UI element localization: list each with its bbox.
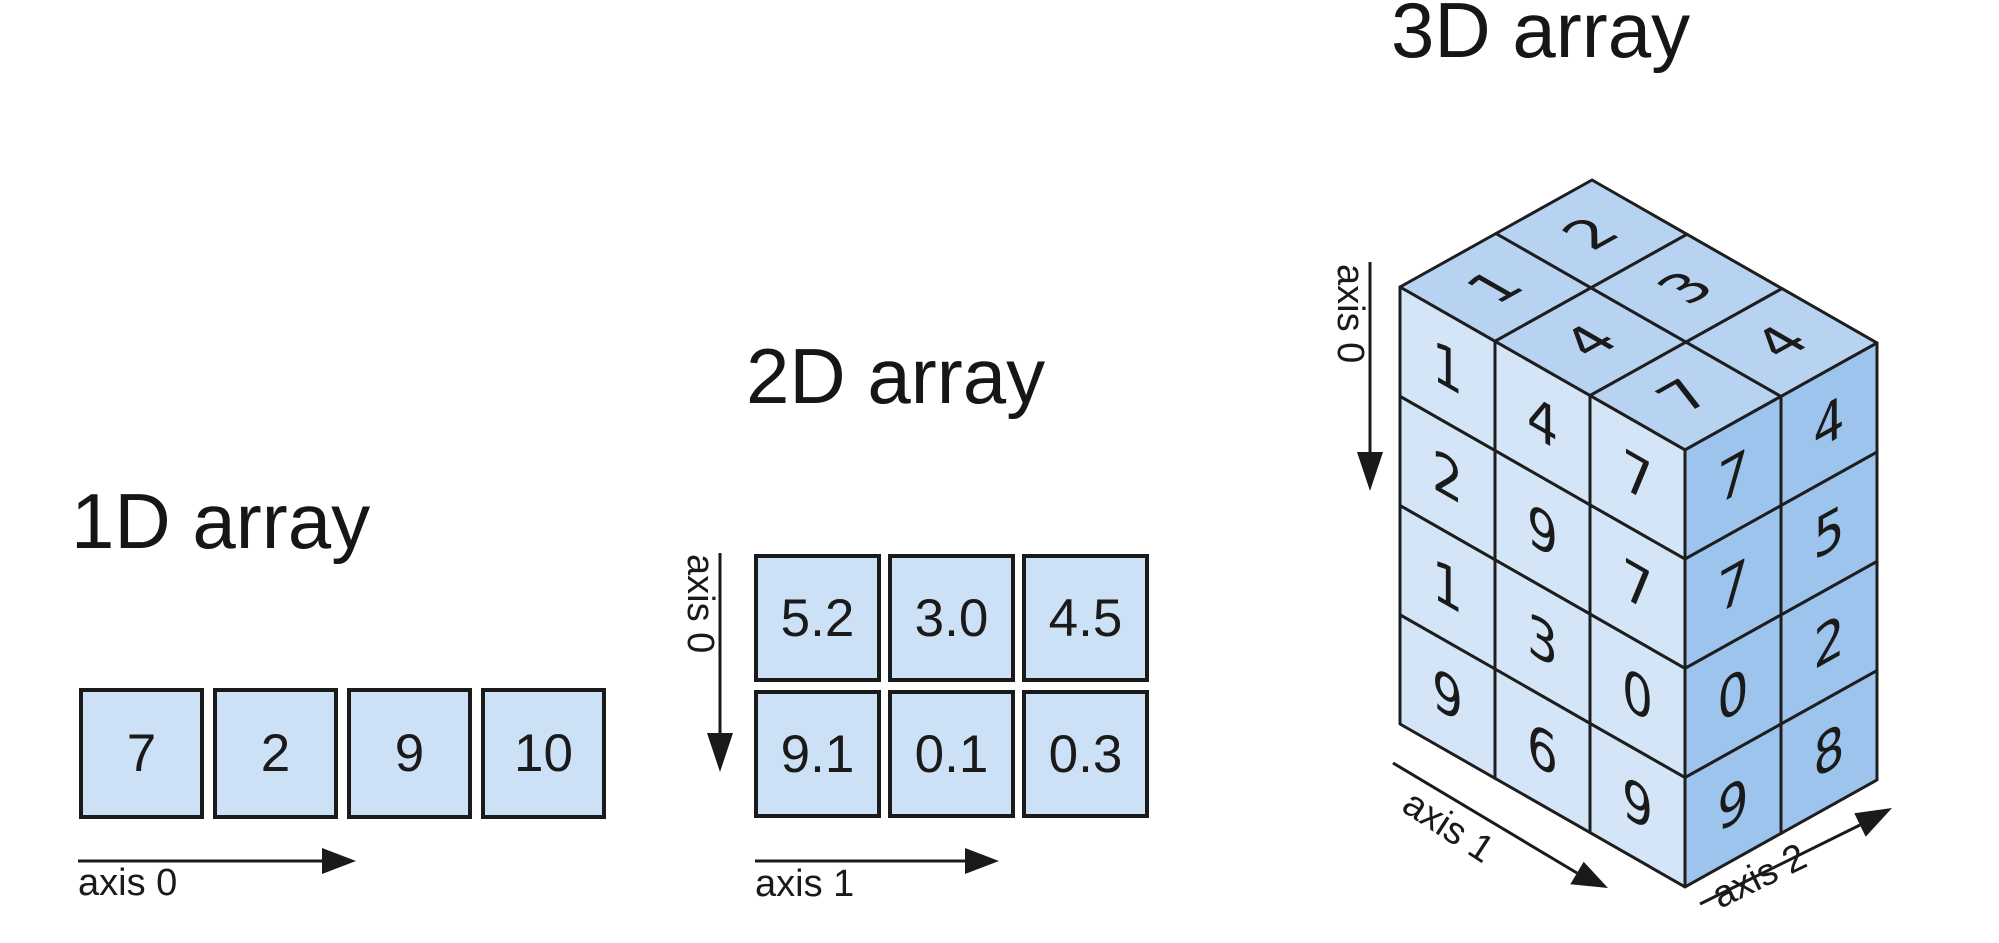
arrow-shaft	[1699, 823, 1861, 906]
array-2d-title: 2D array	[746, 332, 1046, 420]
cube-cell	[1779, 669, 1879, 835]
array-1d-cell: 10	[481, 688, 606, 819]
array-2d-cell: 3.0	[888, 554, 1015, 682]
arrow-shaft	[1392, 761, 1578, 875]
arrow-head	[1357, 452, 1383, 491]
array-2d-axis0-arrow: axis 0	[679, 553, 733, 772]
array-3d-axis0-arrow: axis 0	[1329, 262, 1383, 491]
array-2d-axis0-label: axis 0	[679, 554, 721, 653]
array-2d-cell: 5.2	[754, 554, 881, 682]
array-1d-cell: 7	[79, 688, 204, 819]
array-2d-cell: 0.1	[888, 690, 1015, 818]
array-1d-axis0-label: axis 0	[78, 862, 177, 904]
arrow-head	[707, 733, 733, 772]
arrow-head	[1570, 861, 1608, 888]
array-2d-axis1-arrow: axis 1	[755, 848, 999, 905]
array-1d-cell: 2	[213, 688, 338, 819]
array-1d-cell: 9	[347, 688, 472, 819]
array-2d-cell: 9.1	[754, 690, 881, 818]
array-3d-title: 3D array	[1391, 0, 1691, 74]
array-2d-axis1-label: axis 1	[755, 863, 854, 905]
array-2d-cell: 0.3	[1022, 690, 1149, 818]
arrow-head	[1854, 808, 1892, 837]
array-2d-cell: 4.5	[1022, 554, 1149, 682]
arrow-head	[965, 848, 999, 874]
array-1d-axis0-arrow: axis 0	[78, 848, 356, 904]
array-1d-title: 1D array	[71, 477, 371, 565]
arrow-head	[322, 848, 356, 874]
array-3d-axis0-label: axis 0	[1329, 264, 1371, 363]
